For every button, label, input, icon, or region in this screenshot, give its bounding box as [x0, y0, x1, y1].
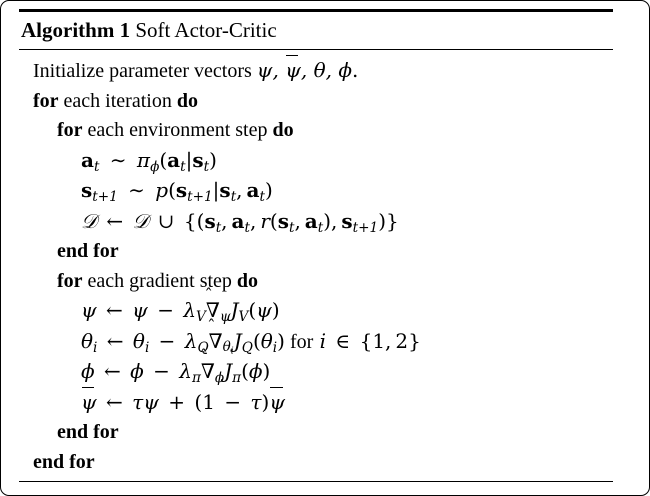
equation-i-set: i ∈ {1, 2} [313, 328, 421, 353]
psi-bar-symbol: ψ [285, 55, 301, 86]
algorithm-line-update-theta: θi ← θi − λQ̂∇θiJQ(θi) for i ∈ {1, 2} [19, 327, 613, 358]
initialize-symbols: ψ, ψ, θ, ϕ. [257, 55, 358, 82]
keyword-for: for [57, 269, 83, 292]
keyword-do: do [176, 89, 198, 112]
algorithm-line-initialize: Initialize parameter vectors ψ, ψ, θ, ϕ. [19, 55, 613, 87]
equation-update-theta: θi ← θi − λQ̂∇θiJQ(θi) [81, 328, 285, 357]
algorithm-caption-label: Algorithm 1 [21, 18, 131, 42]
keyword-end-for: end for [57, 421, 119, 443]
for-env-step-text: each environment step [87, 119, 268, 141]
algorithm-line-sample-next-state: st+1 ∼ p(st+1|st, at) [19, 176, 613, 207]
algorithm-line-for-env-step: for each environment step do [19, 116, 613, 146]
keyword-for: for [33, 89, 59, 112]
equation-update-psi-bar: ψ ← τψ + (1 − τ)ψ [81, 386, 285, 414]
keyword-end-for: end for [57, 240, 119, 262]
algorithm-line-end-for-gradient-step: end for [19, 418, 613, 448]
keyword-for: for [57, 119, 83, 141]
algorithm-line-for-iteration: for each iteration do [19, 87, 613, 117]
algorithm-line-update-phi: ϕ ← ϕ − λπ̂∇ϕJπ(ϕ) [19, 357, 613, 388]
algorithm-body: Initialize parameter vectors ψ, ψ, θ, ϕ.… [19, 50, 613, 477]
algorithm-line-sample-action: at ∼ πϕ(at|st) [19, 146, 613, 177]
equation-buffer-update: 𝒟 ← 𝒟 ∪ {(st, at, r(st, at), st+1)} [81, 208, 399, 236]
initialize-label: Initialize parameter vectors [33, 60, 252, 82]
algorithm-line-buffer-update: 𝒟 ← 𝒟 ∪ {(st, at, r(st, at), st+1)} [19, 207, 613, 238]
algorithm-caption-title: Soft Actor-Critic [135, 18, 277, 42]
algorithm-bottom-rule [19, 481, 613, 482]
for-gradient-step-text: each gradient step [87, 269, 232, 292]
keyword-do: do [272, 119, 294, 141]
equation-update-phi: ϕ ← ϕ − λπ̂∇ϕJπ(ϕ) [81, 359, 271, 386]
keyword-end-for: end for [33, 450, 95, 473]
equation-update-psi: ψ ← ψ − λV̂∇ψJV(ψ) [81, 298, 280, 325]
algorithm-line-end-for-env-step: end for [19, 237, 613, 267]
algorithm-caption-rule [19, 49, 613, 50]
for-iteration-text: each iteration [63, 89, 172, 112]
equation-sample-next-state: st+1 ∼ p(st+1|st, at) [81, 178, 273, 205]
keyword-do: do [236, 269, 259, 292]
algorithm-caption: Algorithm 1 Soft Actor-Critic [19, 12, 613, 47]
equation-sample-action: at ∼ πϕ(at|st) [81, 147, 217, 175]
algorithm-block: Algorithm 1 Soft Actor-Critic Initialize… [19, 9, 613, 482]
algorithm-top-rule [19, 9, 613, 12]
algorithm-line-update-psi-bar: ψ ← τψ + (1 − τ)ψ [19, 386, 613, 419]
algorithm-line-for-gradient-step: for each gradient step do [19, 267, 613, 297]
algorithm-line-update-psi: ψ ← ψ − λV̂∇ψJV(ψ) [19, 296, 613, 327]
for-i-label: for [289, 330, 314, 353]
algorithm-line-end-for-iteration: end for [19, 448, 613, 478]
